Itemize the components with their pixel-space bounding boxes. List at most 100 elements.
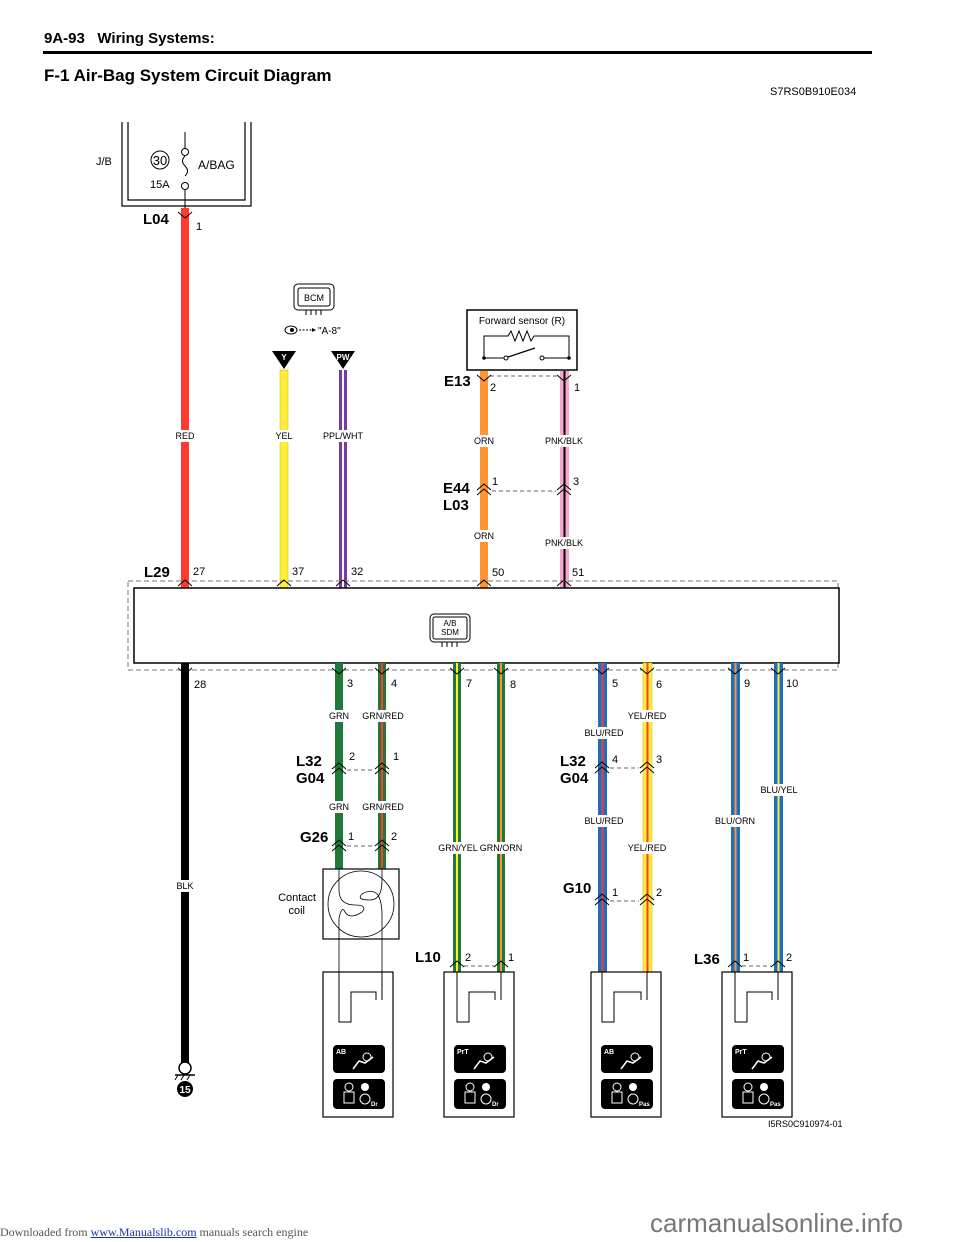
tag-y: Y xyxy=(281,353,287,362)
connector-L36-label: L36 xyxy=(694,951,720,968)
wire-label-pnk-blk-1: PNK/BLK xyxy=(545,436,583,446)
sdm-label-1: A/B xyxy=(444,619,457,628)
wire-label-orn-2: ORN xyxy=(474,531,494,541)
connector-G04a-label: G04 xyxy=(296,770,325,787)
squib-icon xyxy=(601,972,642,1023)
figure-code: I5RS0C910974-01 xyxy=(768,1119,843,1129)
sdm-box xyxy=(133,587,840,664)
airbag-badge-icon xyxy=(454,1045,506,1073)
footer-link[interactable]: www.Manualslib.com xyxy=(90,1225,197,1239)
G26-pin-2: 2 xyxy=(391,831,397,843)
L29-pin-27: 27 xyxy=(193,566,205,578)
ground-number: 15 xyxy=(179,1085,191,1096)
L29-pin-3: 3 xyxy=(347,678,353,690)
seat-position-badge-icon xyxy=(732,1079,784,1109)
footer-suffix: manuals search engine xyxy=(199,1225,309,1239)
footer-watermark: carmanualsonline.info xyxy=(650,1208,903,1238)
L04-pin-1: 1 xyxy=(196,221,202,233)
wire-label-blu-orn: BLU/ORN xyxy=(715,816,755,826)
L29-pin-9: 9 xyxy=(744,678,750,690)
contact-coil-label-1: Contact xyxy=(278,892,316,904)
resistor-icon xyxy=(483,329,570,358)
connector-G04b-label: G04 xyxy=(560,770,589,787)
L32b-pin-4: 4 xyxy=(612,754,618,766)
airbag-badge-icon xyxy=(601,1045,653,1073)
jb-label: J/B xyxy=(96,156,112,168)
wire-label-blu-red-1: BLU/RED xyxy=(584,728,624,738)
wire-ppl-wht xyxy=(344,370,347,588)
connector-L04-label: L04 xyxy=(143,211,170,228)
squib-icon xyxy=(338,972,377,1023)
seat-position-label: Pas xyxy=(639,1102,650,1108)
wire-label-blu-yel: BLU/YEL xyxy=(760,785,797,795)
contact-coil xyxy=(322,868,400,940)
forward-sensor: Forward sensor (R) xyxy=(466,309,578,371)
squib-icon xyxy=(734,972,773,1023)
wire-label-grn-1: GRN xyxy=(329,711,349,721)
E13-pin-2: 2 xyxy=(490,382,496,394)
wire-label-grn-2: GRN xyxy=(329,802,349,812)
header-rule xyxy=(43,51,872,54)
bcm-reference: "A-8" xyxy=(318,326,341,337)
E44-pin-3: 3 xyxy=(573,476,579,488)
footer-prefix: Downloaded from xyxy=(0,1225,88,1239)
tag-pw-icon xyxy=(331,351,355,369)
wire-label-pnk-blk-2: PNK/BLK xyxy=(545,538,583,548)
junction-block: J/B 30 15A A/BAG xyxy=(96,122,252,208)
G10-pin-2: 2 xyxy=(656,887,662,899)
connector-L29-label: L29 xyxy=(144,564,170,581)
L29-pin-28: 28 xyxy=(194,679,206,691)
module-type-label: AB xyxy=(604,1049,614,1056)
bcm-label: BCM xyxy=(304,293,324,303)
seat-position-badge-icon xyxy=(601,1079,653,1109)
G26-pin-1: 1 xyxy=(348,831,354,843)
G10-pin-1: 1 xyxy=(612,887,618,899)
ground-icon xyxy=(174,1061,195,1097)
bcm-module: BCM "A-8" xyxy=(284,283,341,337)
seat-position-badge-icon xyxy=(454,1079,506,1109)
wire-label-yel-red-2: YEL/RED xyxy=(628,843,667,853)
seat-position-label: Pas xyxy=(770,1102,781,1108)
connector-L10-label: L10 xyxy=(415,949,441,966)
connector-L32a-label: L32 xyxy=(296,753,322,770)
wire-label-blk: BLK xyxy=(176,881,193,891)
forward-sensor-label: Forward sensor (R) xyxy=(479,316,565,327)
connector-E13-label: E13 xyxy=(444,373,471,390)
L36-pin-1: 1 xyxy=(743,952,749,964)
squib-icon xyxy=(456,972,496,1023)
L29-pin-5: 5 xyxy=(612,678,618,690)
L29-pin-6: 6 xyxy=(656,679,662,691)
wire-yel xyxy=(279,369,289,589)
page-header: 9A-93 Wiring Systems: xyxy=(44,30,215,47)
L29-pin-51: 51 xyxy=(572,567,584,579)
footer-source: Downloaded from www.Manualslib.com manua… xyxy=(0,1225,308,1240)
wire-blk xyxy=(181,663,189,1065)
connector-G10-label: G10 xyxy=(563,880,591,897)
wire-label-red: RED xyxy=(175,431,195,441)
fuse-name: A/BAG xyxy=(198,158,235,172)
airbag-badge-icon xyxy=(333,1045,385,1073)
L29-pin-8: 8 xyxy=(510,679,516,691)
seat-position-label: Dr xyxy=(371,1102,378,1108)
L36-pin-2: 2 xyxy=(786,952,792,964)
sdm-module-icon: A/B SDM xyxy=(429,613,471,647)
L29-pin-50: 50 xyxy=(492,567,504,579)
module-type-label: PrT xyxy=(735,1049,747,1056)
wire-red xyxy=(181,208,189,588)
L10-pin-1: 1 xyxy=(508,952,514,964)
seat-position-badge-icon xyxy=(333,1079,385,1109)
wire-label-grn-orn: GRN/ORN xyxy=(480,843,523,853)
wire-label-orn-1: ORN xyxy=(474,436,494,446)
E44-pin-1: 1 xyxy=(492,476,498,488)
connector-G26-label: G26 xyxy=(300,829,328,846)
L32a-pin-2: 2 xyxy=(349,751,355,763)
section-title: Wiring Systems: xyxy=(97,30,215,47)
wire-label-grn-red-2: GRN/RED xyxy=(362,802,404,812)
L32b-pin-3: 3 xyxy=(656,754,662,766)
seat-position-label: Dr xyxy=(492,1102,499,1108)
doc-code: S7RS0B910E034 xyxy=(770,86,857,98)
